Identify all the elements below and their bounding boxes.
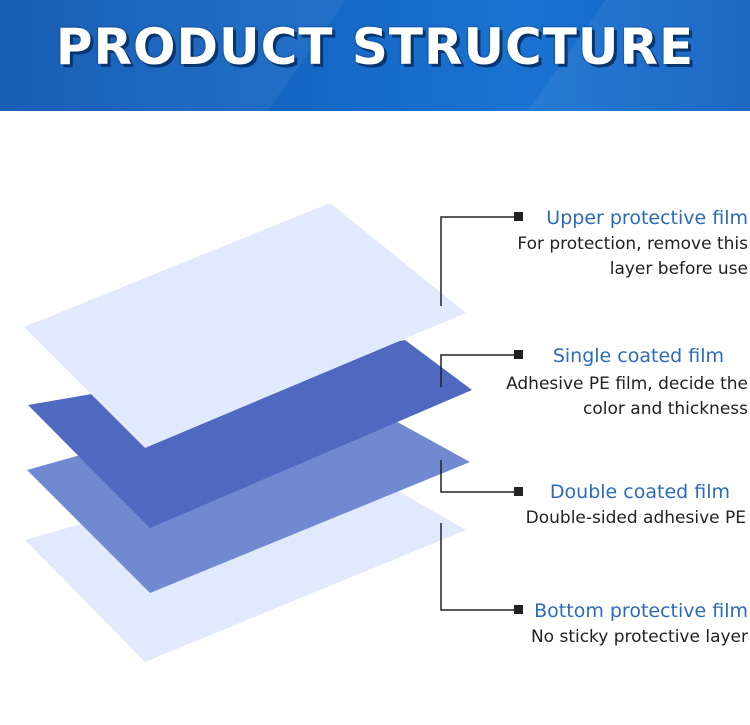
layer-description: For protection, remove this layer before… — [517, 234, 748, 279]
page-title: PRODUCT STRUCTURE — [55, 18, 695, 76]
leader-line-double — [440, 460, 515, 493]
layer-title: Upper protective film — [546, 207, 748, 229]
layer-title: Single coated film — [552, 345, 724, 367]
leader-marker-single — [514, 350, 523, 359]
leader-line-bottom — [440, 523, 515, 611]
leader-marker-bottom — [514, 605, 523, 614]
label-double-coated-film: Double coated film — [550, 480, 730, 504]
upper-protective-film-layer — [24, 203, 466, 448]
leader-marker-upper — [514, 212, 523, 221]
leader-line-single — [440, 354, 515, 387]
label-bottom-protective-film: Bottom protective film No sticky protect… — [531, 599, 748, 650]
layer-title: Bottom protective film — [534, 600, 748, 622]
layer-description: No sticky protective layer — [530, 627, 748, 647]
leader-line-upper — [440, 216, 515, 306]
label-upper-protective-film: Upper protective film For protection, re… — [517, 206, 748, 282]
header-banner: PRODUCT STRUCTURE — [0, 0, 750, 111]
label-single-coated-film-desc: Adhesive PE film, decide the color and t… — [506, 370, 748, 422]
label-single-coated-film: Single coated film — [553, 344, 724, 368]
layer-description: Adhesive PE film, decide the color and t… — [506, 374, 748, 419]
layer-title: Double coated film — [549, 481, 730, 503]
leader-marker-double — [514, 487, 523, 496]
label-double-coated-film-desc: Double-sided adhesive PE — [526, 504, 746, 531]
layer-description: Double-sided adhesive PE — [525, 508, 746, 528]
